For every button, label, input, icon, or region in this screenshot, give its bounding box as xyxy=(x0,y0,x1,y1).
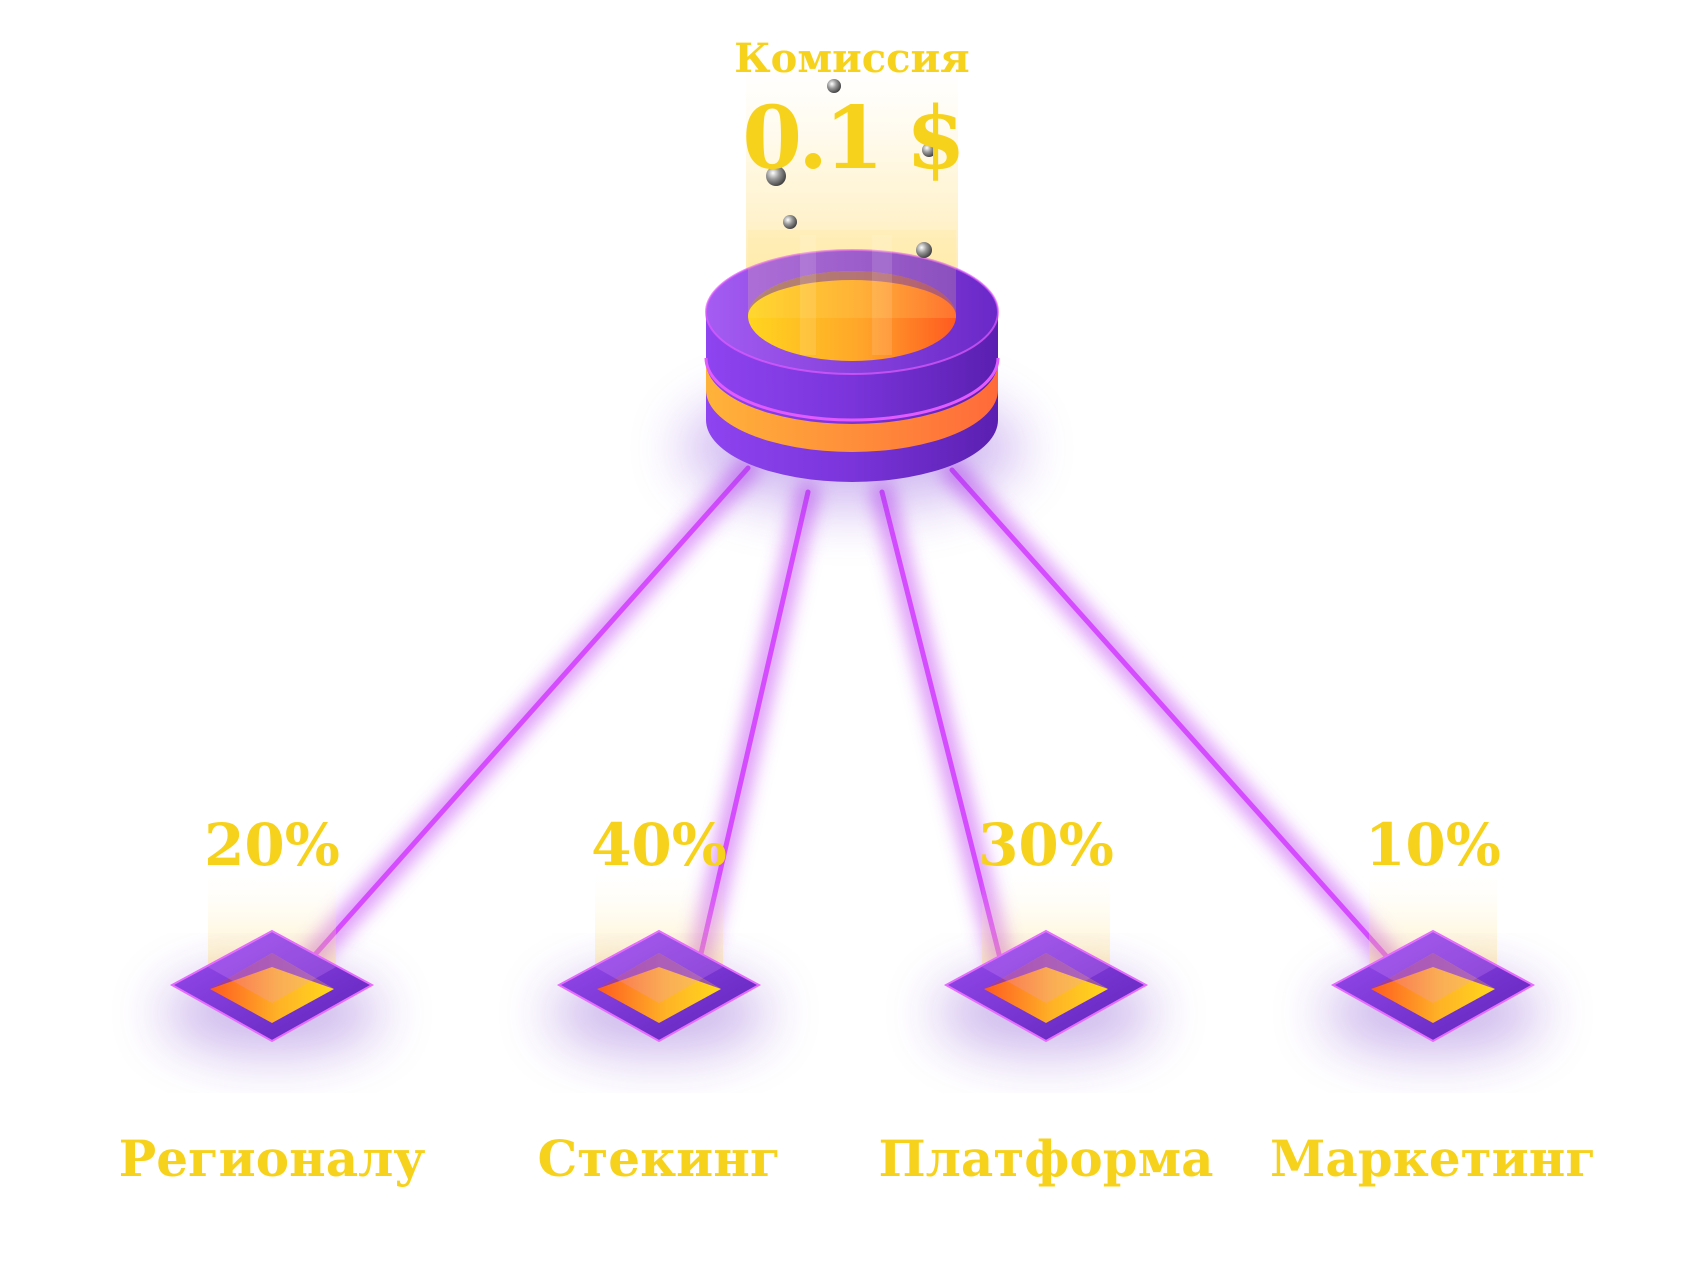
label-2: Стекинг xyxy=(537,1129,780,1188)
node-rim xyxy=(597,953,721,989)
node-core xyxy=(1371,953,1495,1023)
node-4: 10% Маркетинг xyxy=(1270,811,1596,1188)
node-rim xyxy=(1371,953,1495,989)
node-glass xyxy=(1369,931,1497,1003)
floating-particles xyxy=(766,79,936,258)
label-1: Регионалу xyxy=(119,1129,426,1188)
percent-4: 10% xyxy=(1365,811,1501,879)
percent-1: 20% xyxy=(204,811,340,879)
label-4: Маркетинг xyxy=(1270,1129,1596,1188)
commission-hub xyxy=(682,60,1022,508)
node-2: 40% Стекинг xyxy=(537,811,780,1188)
node-glass xyxy=(208,931,336,1003)
distribution-nodes: 20% Регионалу 40% Стекинг 30% Платформа 10% Мар… xyxy=(119,811,1596,1188)
beam-3 xyxy=(879,489,1003,961)
distribution-beams xyxy=(301,457,1399,969)
beam-4 xyxy=(949,467,1391,961)
node-rim xyxy=(210,953,334,989)
node-3: 30% Платформа xyxy=(878,811,1213,1188)
node-rim xyxy=(984,953,1108,989)
percent-2: 40% xyxy=(591,811,727,879)
commission-value: 0.1 $ xyxy=(742,88,961,189)
commission-label: Комиссия xyxy=(734,35,969,82)
node-core xyxy=(597,953,721,1023)
beam-1 xyxy=(309,465,751,961)
node-1: 20% Регионалу xyxy=(119,811,426,1188)
label-3: Платформа xyxy=(878,1129,1213,1188)
node-glass xyxy=(595,931,723,1003)
node-glass xyxy=(982,931,1110,1003)
percent-3: 30% xyxy=(978,811,1114,879)
node-core xyxy=(210,953,334,1023)
node-core xyxy=(984,953,1108,1023)
